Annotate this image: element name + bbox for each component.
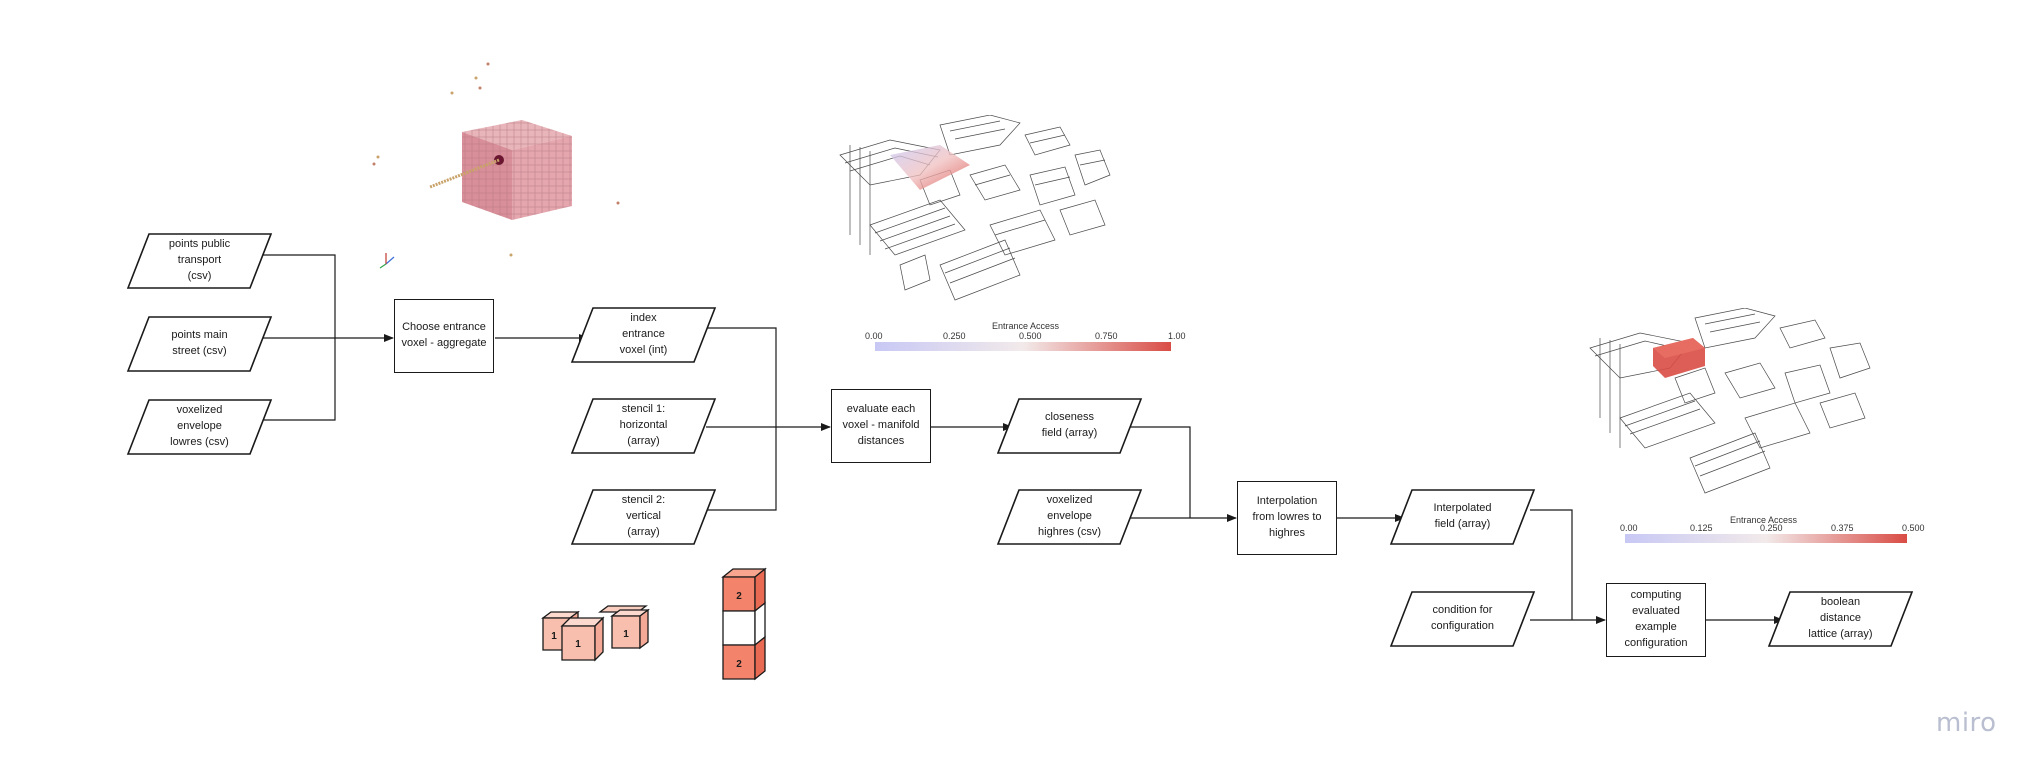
data-closeness-field[interactable]: closeness field (array) — [996, 398, 1143, 454]
process-interpolation-label: Interpolation from lowres to highres — [1252, 495, 1322, 539]
stencil-vertical-illustration: 2 2 — [721, 567, 767, 681]
colorbar-2-tick-1: 0.125 — [1690, 523, 1713, 533]
stencil-vertical-label-bottom: 2 — [736, 659, 742, 670]
data-stencil-1[interactable]: stencil 1: horizontal (array) — [570, 398, 717, 454]
input-points-main-street[interactable]: points main street (csv) — [126, 316, 273, 372]
connector-closeness — [1127, 426, 1191, 518]
colorbar-1-ticks: 0.00 0.250 0.500 0.750 1.00 — [865, 331, 1186, 343]
data-stencil-2[interactable]: stencil 2: vertical (array) — [570, 489, 717, 545]
connector-envelope-lowres — [262, 338, 336, 421]
input-voxelized-envelope-lowres[interactable]: voxelized envelope lowres (csv) — [126, 399, 273, 455]
colorbar-1-gradient — [875, 342, 1171, 351]
colorbar-2-tick-2: 0.250 — [1760, 523, 1783, 533]
input-condition-for-configuration[interactable]: condition for configuration — [1389, 591, 1536, 647]
stencil-horizontal-label-2: 1 — [575, 639, 581, 650]
colorbar-2-tick-4: 0.500 — [1902, 523, 1925, 533]
stencil-horizontal-illustration: 1 1 1 — [541, 605, 650, 662]
stencil-horizontal-label-1: 1 — [551, 631, 557, 642]
process-evaluate-label: evaluate each voxel - manifold distances — [842, 403, 920, 447]
output-boolean-distance-lattice[interactable]: boolean distance lattice (array) — [1767, 591, 1914, 647]
process-computing[interactable]: computing evaluated example configuratio… — [1606, 583, 1706, 657]
colorbar-1-title: Entrance Access — [992, 321, 1060, 331]
colorbar-1-tick-2: 0.500 — [1019, 331, 1042, 341]
city-model-render-1 — [839, 115, 1111, 301]
colorbar-2-title: Entrance Access — [1730, 515, 1798, 525]
connector-index — [706, 327, 777, 427]
city-model-render-2 — [1589, 308, 1871, 494]
colorbar-1-tick-1: 0.250 — [943, 331, 966, 341]
stencil-vertical-label-top: 2 — [736, 591, 742, 602]
connector-stencil2 — [706, 427, 777, 511]
input-voxelized-envelope-lowres-label: voxelized envelope lowres (csv) — [170, 404, 229, 448]
stencil-horizontal-label-3: 1 — [623, 629, 629, 640]
data-closeness-field-label: closeness field (array) — [1041, 411, 1098, 439]
voxel-envelope-render — [372, 62, 620, 269]
data-index-entrance-voxel-label: index entrance voxel (int) — [619, 312, 668, 356]
process-interpolation[interactable]: Interpolation from lowres to highres — [1237, 481, 1337, 555]
colorbar-1-tick-0: 0.00 — [865, 331, 883, 341]
process-choose-entrance[interactable]: Choose entrance voxel - aggregate — [394, 299, 494, 373]
data-interpolated-field-label: Interpolated field (array) — [1433, 502, 1492, 530]
input-points-public-transport[interactable]: points public transport (csv) — [126, 233, 273, 289]
data-stencil-2-label: stencil 2: vertical (array) — [621, 494, 666, 538]
connector-public-transport — [262, 254, 336, 338]
data-index-entrance-voxel[interactable]: index entrance voxel (int) — [570, 307, 717, 363]
connector-field — [1530, 509, 1573, 620]
input-voxelized-envelope-highres[interactable]: voxelized envelope highres (csv) — [996, 489, 1143, 545]
input-voxelized-envelope-highres-label: voxelized envelope highres (csv) — [1038, 494, 1101, 538]
colorbar-2-gradient — [1625, 534, 1907, 543]
colorbar-1-tick-4: 1.00 — [1168, 331, 1186, 341]
process-computing-label: computing evaluated example configuratio… — [1624, 589, 1688, 649]
output-boolean-distance-lattice-label: boolean distance lattice (array) — [1808, 596, 1873, 640]
colorbar-2-tick-3: 0.375 — [1831, 523, 1854, 533]
colorbar-2-ticks: 0.00 0.125 0.250 0.375 0.500 — [1620, 523, 1930, 535]
data-stencil-1-label: stencil 1: horizontal (array) — [619, 403, 668, 447]
data-interpolated-field[interactable]: Interpolated field (array) — [1389, 489, 1536, 545]
input-condition-for-configuration-label: condition for configuration — [1431, 604, 1494, 632]
miro-logo: miro — [1936, 708, 1997, 738]
colorbar-1-tick-3: 0.750 — [1095, 331, 1118, 341]
process-evaluate[interactable]: evaluate each voxel - manifold distances — [831, 389, 931, 463]
colorbar-2-tick-0: 0.00 — [1620, 523, 1638, 533]
input-points-public-transport-label: points public transport (csv) — [168, 238, 231, 282]
input-points-main-street-label: points main street (csv) — [171, 329, 228, 357]
process-choose-entrance-label: Choose entrance voxel - aggregate — [401, 321, 487, 349]
